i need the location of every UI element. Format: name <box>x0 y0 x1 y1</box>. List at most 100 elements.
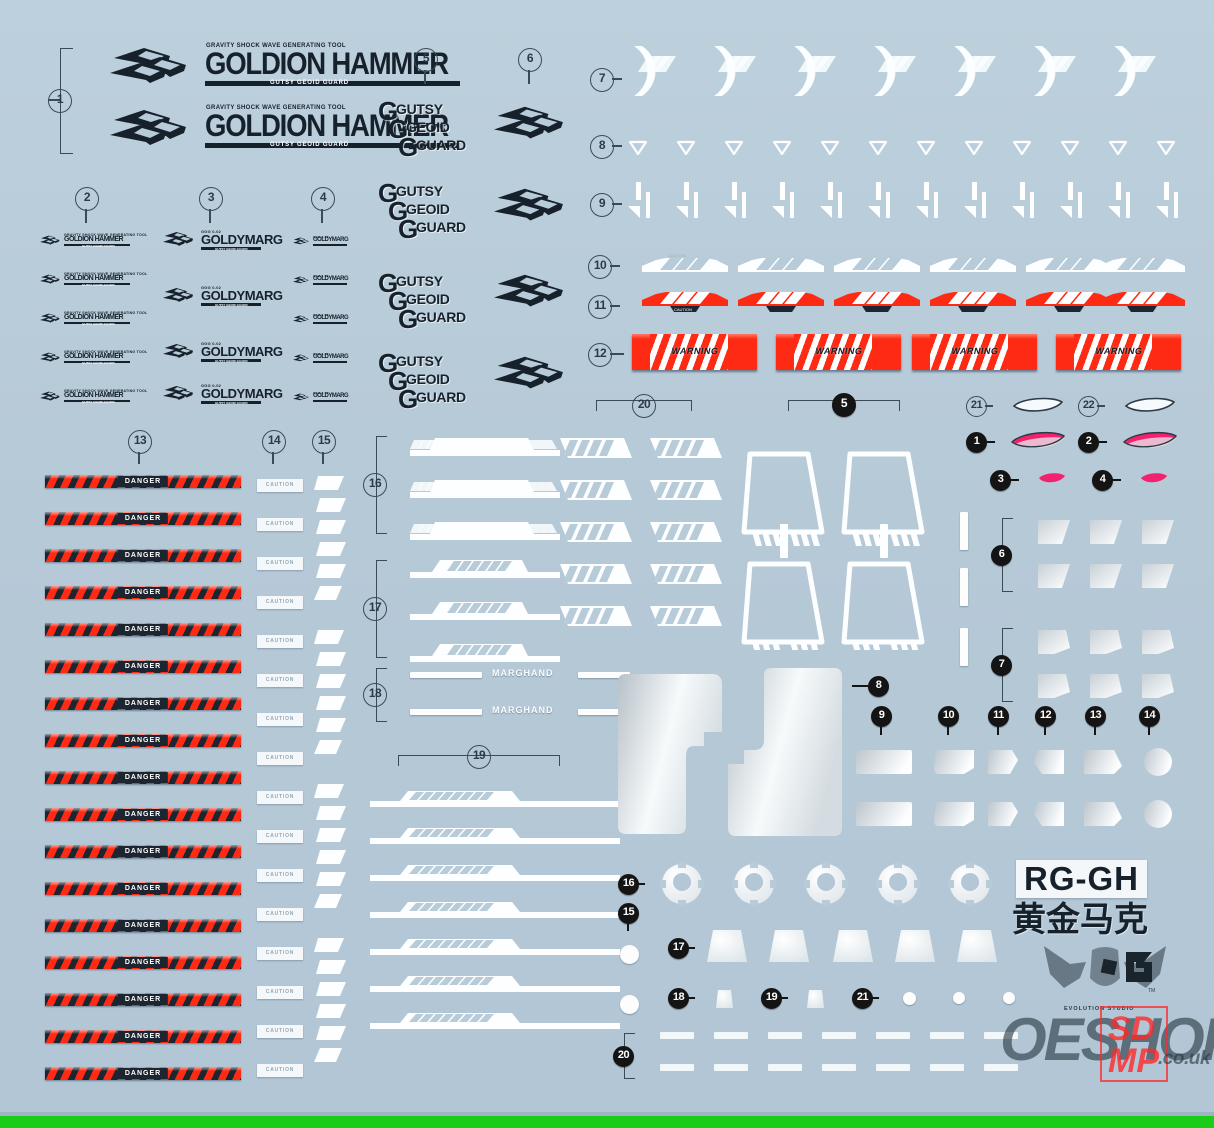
ggg-emblem-icon <box>163 343 197 360</box>
danger-label: DANGER <box>117 772 169 783</box>
callout-6[interactable]: 6 <box>518 48 542 72</box>
leader-filled-18 <box>687 997 695 999</box>
callout-filled-10[interactable]: 10 <box>938 706 959 727</box>
caution-tag: CAUTION <box>257 479 303 492</box>
callout-18[interactable]: 18 <box>363 683 387 707</box>
leader-group-22 <box>1097 405 1105 407</box>
leader-group-13 <box>138 452 140 464</box>
callout-filled-6[interactable]: 6 <box>991 545 1012 566</box>
goldymarg-tagline: GGG 0-02 <box>201 383 222 388</box>
callout-11[interactable]: 11 <box>588 295 612 319</box>
sheet-bottom-bar <box>0 1116 1214 1128</box>
ggg-emblem-icon <box>293 315 311 324</box>
leader-group-4 <box>321 209 323 223</box>
callout-4[interactable]: 4 <box>311 187 335 211</box>
danger-label: DANGER <box>117 1031 169 1042</box>
danger-strip: DANGER <box>45 1030 241 1043</box>
callout-filled-20[interactable]: 20 <box>613 1046 634 1067</box>
sheet-bottom-shade <box>0 1112 1214 1116</box>
callout-filled-17[interactable]: 17 <box>668 938 689 959</box>
callout-filled-21[interactable]: 21 <box>852 988 873 1009</box>
callout-15[interactable]: 15 <box>312 430 336 454</box>
callout-filled-15[interactable]: 15 <box>618 903 639 924</box>
leader-filled-15 <box>627 922 629 931</box>
callout-12[interactable]: 12 <box>588 343 612 367</box>
ggg-text-g3: G <box>398 214 419 244</box>
callout-filled-2[interactable]: 2 <box>1078 432 1099 453</box>
callout-filled-19[interactable]: 19 <box>761 988 782 1009</box>
danger-strip: DANGER <box>45 1067 241 1080</box>
mini-subtitle: GUTSY GEOID GUARD <box>82 244 115 248</box>
danger-strip: DANGER <box>45 882 241 895</box>
callout-filled-5[interactable]: 5 <box>832 393 856 417</box>
leader-filled-11 <box>997 725 999 735</box>
mini-wordmark: GOLDION HAMMER <box>64 353 124 360</box>
ggg-text-line2: GEOID <box>406 201 450 217</box>
leader-group-3 <box>209 209 211 223</box>
callout-filled-12[interactable]: 12 <box>1035 706 1056 727</box>
goldymarg-mini-wordmark: GOLDYMARG <box>313 276 349 282</box>
callout-filled-1[interactable]: 1 <box>966 432 987 453</box>
callout-14[interactable]: 14 <box>262 430 286 454</box>
callout-filled-13[interactable]: 13 <box>1085 706 1106 727</box>
warning-stripes <box>650 334 728 370</box>
leader-group-2 <box>85 209 87 223</box>
caution-tag: CAUTION <box>257 791 303 804</box>
warning-stripes <box>794 334 872 370</box>
callout-1[interactable]: 1 <box>48 89 72 113</box>
callout-10[interactable]: 10 <box>588 255 612 279</box>
warning-block-2: WARNING <box>776 334 901 370</box>
callout-filled-4[interactable]: 4 <box>1092 470 1113 491</box>
callout-13[interactable]: 13 <box>128 430 152 454</box>
goldymarg-mini-underbar <box>313 322 347 324</box>
callout-5[interactable]: 5 <box>414 48 438 72</box>
ggg-emblem-icon <box>40 313 62 324</box>
callout-8[interactable]: 8 <box>590 135 614 159</box>
callout-filled-9[interactable]: 9 <box>871 706 892 727</box>
leader-filled-8 <box>852 685 868 687</box>
caution-tag: CAUTION <box>257 986 303 999</box>
warning-label: WARNING <box>949 346 1000 356</box>
callout-17[interactable]: 17 <box>363 597 387 621</box>
clear-lens-sliver-22 <box>1124 394 1176 421</box>
callout-3[interactable]: 3 <box>199 187 223 211</box>
callout-filled-8[interactable]: 8 <box>868 676 889 697</box>
clear-lens-sliver-21 <box>1012 394 1064 421</box>
callout-filled-18[interactable]: 18 <box>668 988 689 1009</box>
ggg-text-2: G GUTSY G GEOID G GUARD <box>378 180 488 244</box>
pink-eye-lens-2 <box>1122 428 1178 457</box>
callout-21[interactable]: 21 <box>966 396 987 417</box>
warning-block-1: WARNING <box>632 334 757 370</box>
danger-label: DANGER <box>117 624 169 635</box>
callout-20[interactable]: 20 <box>632 394 656 418</box>
goldion-hammer-tagline: GRAVITY SHOCK WAVE GENERATING TOOL <box>206 42 346 49</box>
callout-filled-16[interactable]: 16 <box>618 874 639 895</box>
mini-underbar <box>64 322 130 324</box>
caution-tag: CAUTION <box>257 830 303 843</box>
ggg-text-g3: G <box>398 384 419 414</box>
danger-strip: DANGER <box>45 734 241 747</box>
silver-shape-grid <box>852 746 1202 861</box>
goldymarg-mini-tagline: GGG 0-02 <box>313 235 329 239</box>
ggg-text-line1: GUTSY <box>396 353 443 369</box>
leader-filled-12 <box>1044 725 1046 735</box>
goldymarg-mini-underbar <box>313 400 347 402</box>
caution-tag: CAUTION <box>257 518 303 531</box>
goldymarg-mini-wordmark: GOLDYMARG <box>313 237 349 243</box>
callout-filled-11[interactable]: 11 <box>988 706 1009 727</box>
callout-filled-7[interactable]: 7 <box>991 655 1012 676</box>
callout-16[interactable]: 16 <box>363 473 387 497</box>
leader-group-7 <box>612 78 622 80</box>
callout-2[interactable]: 2 <box>75 187 99 211</box>
caution-tag: CAUTION <box>257 713 303 726</box>
callout-filled-3[interactable]: 3 <box>990 470 1011 491</box>
callout-filled-14[interactable]: 14 <box>1139 706 1160 727</box>
goldymarg-underbar <box>201 247 261 250</box>
callout-19[interactable]: 19 <box>467 745 491 769</box>
long-hatched-panel-group <box>370 785 620 1040</box>
callout-7[interactable]: 7 <box>590 68 614 92</box>
leader-filled-9 <box>880 725 882 735</box>
callout-9[interactable]: 9 <box>590 193 614 217</box>
callout-22[interactable]: 22 <box>1078 396 1099 417</box>
